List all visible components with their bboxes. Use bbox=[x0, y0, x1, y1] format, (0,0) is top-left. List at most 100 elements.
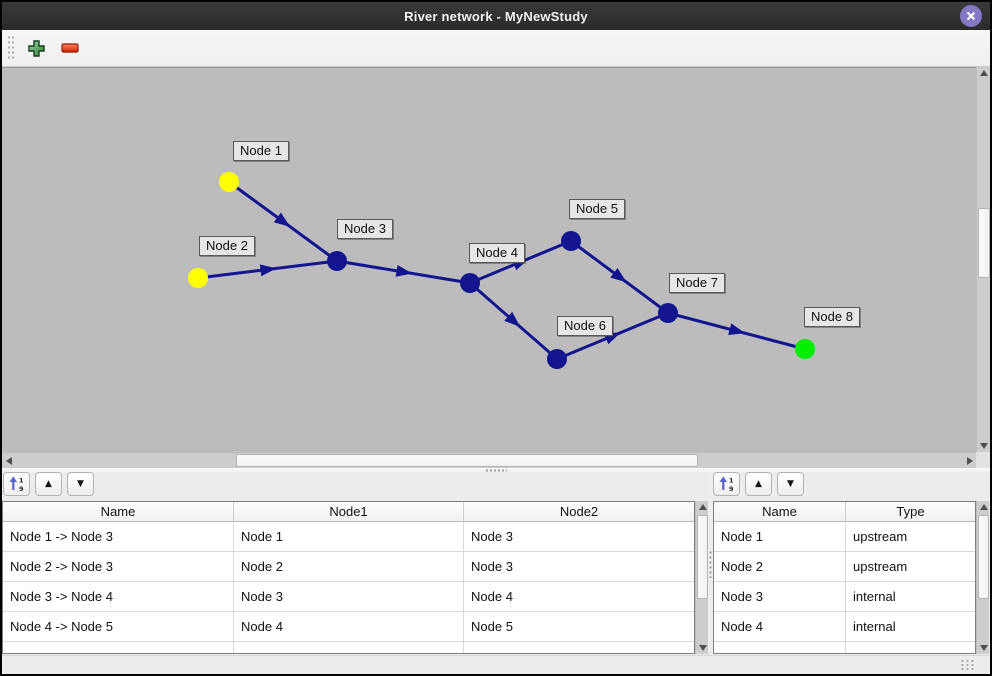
table-cell[interactable]: Node 3 bbox=[464, 552, 694, 582]
table-cell[interactable]: Node 4 bbox=[714, 612, 846, 642]
scroll-up-button[interactable] bbox=[977, 67, 990, 79]
table-row[interactable] bbox=[3, 642, 694, 653]
table-cell[interactable] bbox=[846, 642, 975, 653]
nodes-table-scrollbar[interactable] bbox=[976, 501, 989, 654]
node-label: Node 4 bbox=[469, 243, 525, 263]
edges-sort-button[interactable]: 1 9 bbox=[3, 472, 30, 496]
nodes-move-down-button[interactable]: ▼ bbox=[777, 472, 804, 496]
table-cell[interactable]: Node 2 -> Node 3 bbox=[3, 552, 234, 582]
nodes-move-up-button[interactable]: ▲ bbox=[745, 472, 772, 496]
column-header[interactable]: Name bbox=[714, 502, 846, 522]
up-arrow-icon: ▲ bbox=[755, 478, 762, 489]
column-header[interactable]: Node2 bbox=[464, 502, 694, 522]
node-label: Node 7 bbox=[669, 273, 725, 293]
table-cell[interactable] bbox=[714, 642, 846, 653]
table-cell[interactable]: Node 1 bbox=[234, 522, 464, 552]
table-cell[interactable]: upstream bbox=[846, 522, 975, 552]
scroll-down-icon bbox=[979, 645, 988, 651]
table-cell[interactable]: internal bbox=[846, 582, 975, 612]
edge-arrow-icon bbox=[395, 264, 413, 277]
canvas-horizontal-scrollbar[interactable] bbox=[2, 452, 976, 468]
scroll-down-icon bbox=[698, 645, 707, 651]
up-arrow-icon: ▲ bbox=[45, 478, 52, 489]
table-cell[interactable]: Node 4 bbox=[234, 612, 464, 642]
edge-arrow-icon bbox=[504, 311, 521, 327]
splitter-handle-icon bbox=[485, 469, 507, 472]
nodes-sort-button[interactable]: 1 9 bbox=[713, 472, 740, 496]
scroll-down-button[interactable] bbox=[977, 642, 990, 654]
table-cell[interactable]: Node 3 bbox=[714, 582, 846, 612]
table-row[interactable] bbox=[714, 642, 975, 653]
graph-node[interactable] bbox=[460, 273, 480, 293]
edges-move-up-button[interactable]: ▲ bbox=[35, 472, 62, 496]
table-cell[interactable]: Node 2 bbox=[234, 552, 464, 582]
table-cell[interactable]: Node 3 bbox=[234, 582, 464, 612]
table-cell[interactable]: upstream bbox=[846, 552, 975, 582]
nodes-scroll-thumb[interactable] bbox=[978, 515, 989, 599]
edge-arrow-icon bbox=[728, 323, 746, 336]
table-cell[interactable]: Node 3 bbox=[464, 522, 694, 552]
edges-table-scrollbar[interactable] bbox=[695, 501, 708, 654]
table-cell[interactable] bbox=[234, 642, 464, 653]
graph-node[interactable] bbox=[188, 268, 208, 288]
table-cell[interactable]: Node 4 bbox=[464, 582, 694, 612]
canvas-hscroll-thumb[interactable] bbox=[236, 454, 698, 467]
close-button[interactable] bbox=[960, 5, 982, 27]
horizontal-splitter[interactable] bbox=[2, 468, 990, 473]
column-header[interactable]: Node1 bbox=[234, 502, 464, 522]
graph-node[interactable] bbox=[561, 231, 581, 251]
table-cell[interactable]: Node 4 -> Node 5 bbox=[3, 612, 234, 642]
remove-node-button[interactable] bbox=[57, 35, 83, 61]
table-cell[interactable] bbox=[3, 642, 234, 653]
scroll-up-button[interactable] bbox=[977, 501, 990, 513]
graph-node[interactable] bbox=[219, 172, 239, 192]
titlebar[interactable]: River network - MyNewStudy bbox=[2, 2, 990, 30]
resize-grip-icon[interactable] bbox=[960, 659, 976, 671]
window-title: River network - MyNewStudy bbox=[404, 8, 588, 24]
graph-node[interactable] bbox=[327, 251, 347, 271]
vertical-splitter[interactable] bbox=[708, 473, 713, 655]
table-cell[interactable]: Node 1 -> Node 3 bbox=[3, 522, 234, 552]
scroll-up-icon bbox=[979, 70, 988, 76]
graph-node[interactable] bbox=[547, 349, 567, 369]
table-cell[interactable]: internal bbox=[846, 612, 975, 642]
svg-text:1: 1 bbox=[19, 477, 24, 485]
scroll-left-button[interactable] bbox=[2, 455, 15, 467]
column-header[interactable]: Name bbox=[3, 502, 234, 522]
column-header[interactable]: Type bbox=[846, 502, 975, 522]
graph-node[interactable] bbox=[658, 303, 678, 323]
canvas-vertical-scrollbar[interactable] bbox=[976, 67, 990, 452]
add-node-button[interactable] bbox=[23, 35, 49, 61]
canvas-vscroll-thumb[interactable] bbox=[978, 208, 990, 278]
graph-node[interactable] bbox=[795, 339, 815, 359]
edges-move-down-button[interactable]: ▼ bbox=[67, 472, 94, 496]
plus-icon bbox=[27, 39, 45, 57]
edges-scroll-thumb[interactable] bbox=[697, 515, 708, 599]
scroll-up-button[interactable] bbox=[696, 501, 709, 513]
table-cell[interactable]: Node 3 -> Node 4 bbox=[3, 582, 234, 612]
table-cell[interactable] bbox=[464, 642, 694, 653]
table-cell[interactable]: Node 5 bbox=[464, 612, 694, 642]
scroll-right-button[interactable] bbox=[963, 455, 976, 467]
scroll-down-button[interactable] bbox=[696, 642, 709, 654]
table-cell[interactable]: Node 1 bbox=[714, 522, 846, 552]
scroll-down-button[interactable] bbox=[977, 440, 990, 452]
table-cell[interactable]: Node 2 bbox=[714, 552, 846, 582]
close-icon bbox=[966, 11, 976, 21]
minus-icon bbox=[61, 43, 79, 53]
toolbar-drag-handle[interactable] bbox=[7, 35, 15, 61]
scroll-left-icon bbox=[5, 457, 12, 465]
down-arrow-icon: ▼ bbox=[787, 478, 794, 489]
